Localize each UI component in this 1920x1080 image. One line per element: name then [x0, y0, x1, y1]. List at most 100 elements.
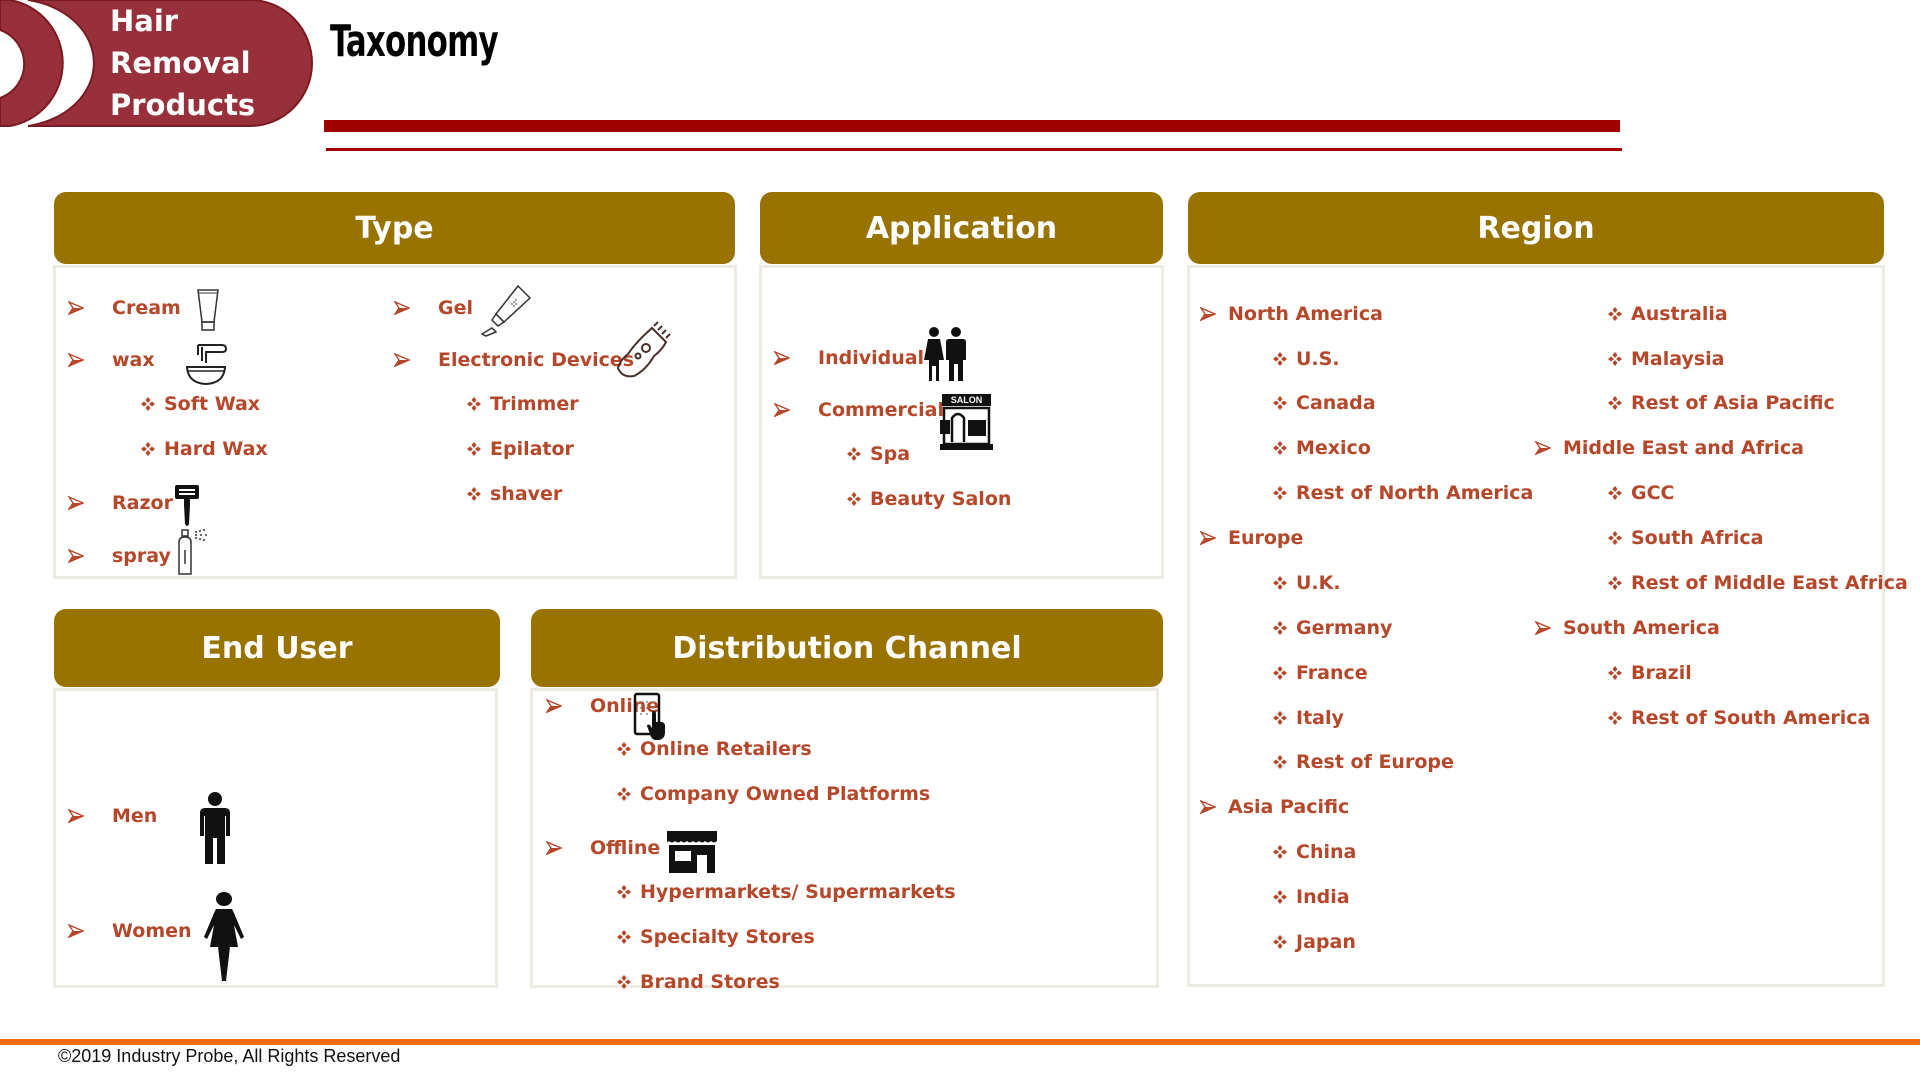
application-label: Individual	[818, 347, 925, 369]
wax-bowl-icon	[185, 344, 228, 386]
type-label: Razor	[112, 492, 173, 514]
distribution-subitem-specialty-stores: Specialty Stores	[616, 925, 815, 949]
arrow-bullet-icon	[546, 840, 562, 856]
end-user-item-men: Men	[68, 804, 157, 828]
diamond-bullet-icon	[846, 491, 862, 507]
diamond-bullet-icon	[616, 786, 632, 802]
region-sublabel: U.S.	[1296, 348, 1340, 370]
distribution-item-online: Online	[546, 694, 659, 718]
gel-tube-icon	[480, 284, 532, 337]
diamond-bullet-icon	[1272, 351, 1288, 367]
type-subitem-hard-wax: Hard Wax	[140, 437, 268, 461]
couple-icon	[924, 327, 966, 381]
logo-badge: Hair Removal Products	[0, 0, 315, 128]
type-label: Electronic Devices	[438, 349, 635, 371]
type-item-gel: Gel	[394, 296, 473, 320]
region-item-germany: Germany	[1272, 616, 1392, 640]
page-title: Taxonomy	[330, 16, 499, 67]
salon-sign-text: SALON	[950, 395, 983, 405]
application-sublabel: Spa	[870, 443, 911, 465]
storefront-icon	[667, 831, 717, 873]
region-sublabel: Canada	[1296, 392, 1376, 414]
distribution-title: Distribution Channel	[672, 630, 1022, 666]
type-sublabel: Soft Wax	[164, 393, 261, 415]
diamond-bullet-icon	[1272, 440, 1288, 456]
region-sublabel: GCC	[1631, 482, 1675, 504]
distribution-sublabel: Online Retailers	[640, 738, 812, 760]
type-panel-header: Type	[54, 192, 735, 264]
diamond-bullet-icon	[1272, 575, 1288, 591]
region-item-canada: Canada	[1272, 391, 1376, 415]
arrow-bullet-icon	[68, 352, 84, 368]
application-panel-body	[759, 265, 1164, 579]
distribution-subitem-company-owned: Company Owned Platforms	[616, 782, 930, 806]
region-sublabel: Germany	[1296, 617, 1393, 639]
type-sublabel: Hard Wax	[164, 438, 268, 460]
diamond-bullet-icon	[140, 441, 156, 457]
region-sublabel: India	[1296, 886, 1350, 908]
diamond-bullet-icon	[616, 741, 632, 757]
end-user-panel-header: End User	[54, 609, 500, 687]
arrow-bullet-icon	[1200, 306, 1216, 322]
type-item-cream: Cream	[68, 296, 181, 320]
type-label: wax	[112, 349, 155, 371]
region-item-china: China	[1272, 840, 1356, 864]
application-item-commercial: Commercial	[774, 398, 944, 422]
diamond-bullet-icon	[1272, 620, 1288, 636]
diamond-bullet-icon	[466, 486, 482, 502]
woman-icon	[204, 892, 244, 981]
diamond-bullet-icon	[1607, 351, 1623, 367]
region-sublabel: Rest of South America	[1631, 707, 1871, 729]
distribution-sublabel: Company Owned Platforms	[640, 783, 931, 805]
type-item-razor: Razor	[68, 491, 173, 515]
region-group-north-america: North America	[1200, 302, 1383, 326]
end-user-item-women: Women	[68, 919, 192, 943]
title-divider-thick	[324, 120, 1620, 132]
logo-shape-icon	[0, 0, 313, 127]
region-item-uk: U.K.	[1272, 571, 1341, 595]
diamond-bullet-icon	[616, 974, 632, 990]
region-sublabel: Mexico	[1296, 437, 1371, 459]
spray-can-icon	[178, 529, 207, 575]
diamond-bullet-icon	[1272, 844, 1288, 860]
trimmer-icon	[616, 321, 671, 378]
type-title: Type	[355, 210, 434, 246]
region-sublabel: Rest of Middle East Africa	[1631, 572, 1908, 594]
arrow-bullet-icon	[68, 495, 84, 511]
logo-line-2: Removal	[110, 46, 251, 80]
type-item-wax: wax	[68, 348, 155, 372]
region-panel-header: Region	[1188, 192, 1884, 264]
arrow-bullet-icon	[1200, 799, 1216, 815]
region-item-france: France	[1272, 661, 1368, 685]
diamond-bullet-icon	[1272, 665, 1288, 681]
region-label: Europe	[1228, 527, 1304, 549]
tablet-touch-icon	[633, 692, 665, 740]
arrow-bullet-icon	[774, 350, 790, 366]
region-item-us: U.S.	[1272, 347, 1340, 371]
footer-divider	[0, 1039, 1920, 1045]
salon-building-icon	[940, 394, 993, 450]
distribution-panel-body	[530, 688, 1159, 988]
region-item-australia: Australia	[1607, 302, 1728, 326]
region-sublabel: South Africa	[1631, 527, 1764, 549]
region-label: North America	[1228, 303, 1383, 325]
region-item-south-africa: South Africa	[1607, 526, 1763, 550]
diamond-bullet-icon	[1272, 395, 1288, 411]
copyright-text: ©2019 Industry Probe, All Rights Reserve…	[58, 1046, 401, 1066]
distribution-item-offline: Offline	[546, 836, 660, 860]
region-item-italy: Italy	[1272, 706, 1344, 730]
arrow-bullet-icon	[1535, 440, 1551, 456]
region-label: South America	[1563, 617, 1720, 639]
diamond-bullet-icon	[1272, 485, 1288, 501]
region-sublabel: Malaysia	[1631, 348, 1725, 370]
application-subitem-spa: Spa	[846, 442, 910, 466]
application-label: Commercial	[818, 399, 944, 421]
diamond-bullet-icon	[1607, 665, 1623, 681]
region-group-europe: Europe	[1200, 526, 1303, 550]
diamond-bullet-icon	[1607, 485, 1623, 501]
region-item-mexico: Mexico	[1272, 436, 1371, 460]
diamond-bullet-icon	[1272, 710, 1288, 726]
type-item-spray: spray	[68, 544, 171, 568]
end-user-panel-body	[53, 688, 498, 988]
diamond-bullet-icon	[1607, 710, 1623, 726]
